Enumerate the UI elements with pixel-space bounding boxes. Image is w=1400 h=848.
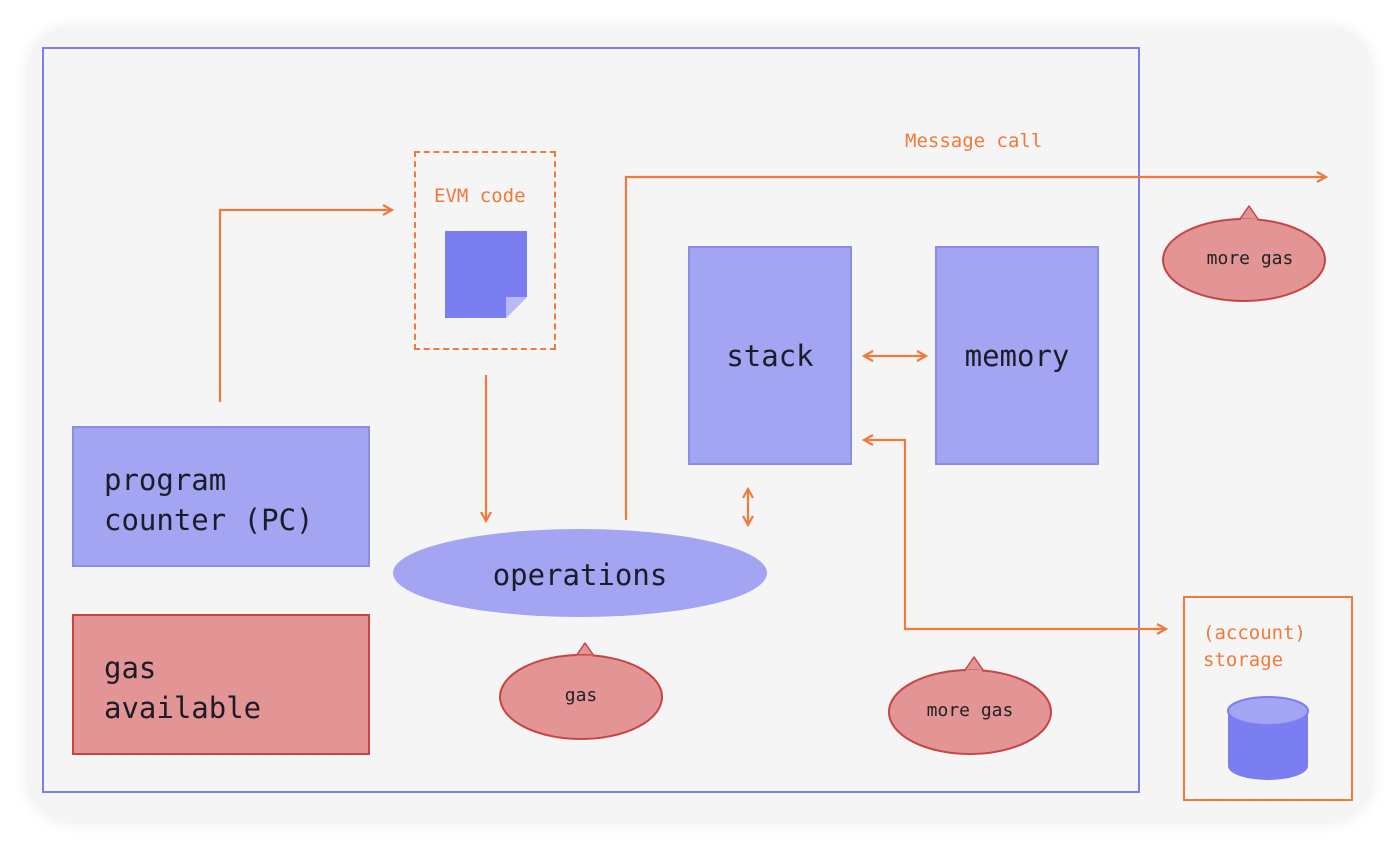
gas-available-label: gas available [104, 651, 262, 725]
gas-available-box: gas available [72, 614, 370, 755]
pc-to-code-arrow [218, 210, 392, 402]
stack-label: stack [726, 339, 814, 373]
more-gas-bottom-label: more gas [926, 700, 1014, 721]
memory-label: memory [964, 339, 1070, 373]
gas-bubble [499, 642, 663, 740]
evm-code-label: EVM code [434, 185, 526, 207]
database-icon [1227, 696, 1309, 780]
memory-box: memory [935, 246, 1099, 465]
evm-code-box: EVM code [414, 151, 556, 350]
message-call-label: Message call [905, 130, 1043, 152]
program-counter-label: program counter (PC) [104, 463, 314, 537]
storage-box: (account) storage [1183, 596, 1353, 801]
more-gas-top-label: more gas [1206, 248, 1294, 269]
message-call-arrow [624, 177, 1326, 520]
program-counter-box: program counter (PC) [72, 426, 370, 567]
evm-boundary [42, 47, 1140, 793]
storage-label: (account) storage [1203, 622, 1306, 671]
stack-storage-arrow [864, 440, 1166, 629]
document-icon [445, 231, 527, 318]
more-gas-bubble-bottom [888, 656, 1052, 755]
operations-label: operations [492, 558, 668, 592]
more-gas-bubble-top [1162, 205, 1326, 302]
operations-ellipse [393, 529, 767, 617]
stack-box: stack [688, 246, 852, 465]
gas-bubble-label: gas [564, 685, 598, 706]
